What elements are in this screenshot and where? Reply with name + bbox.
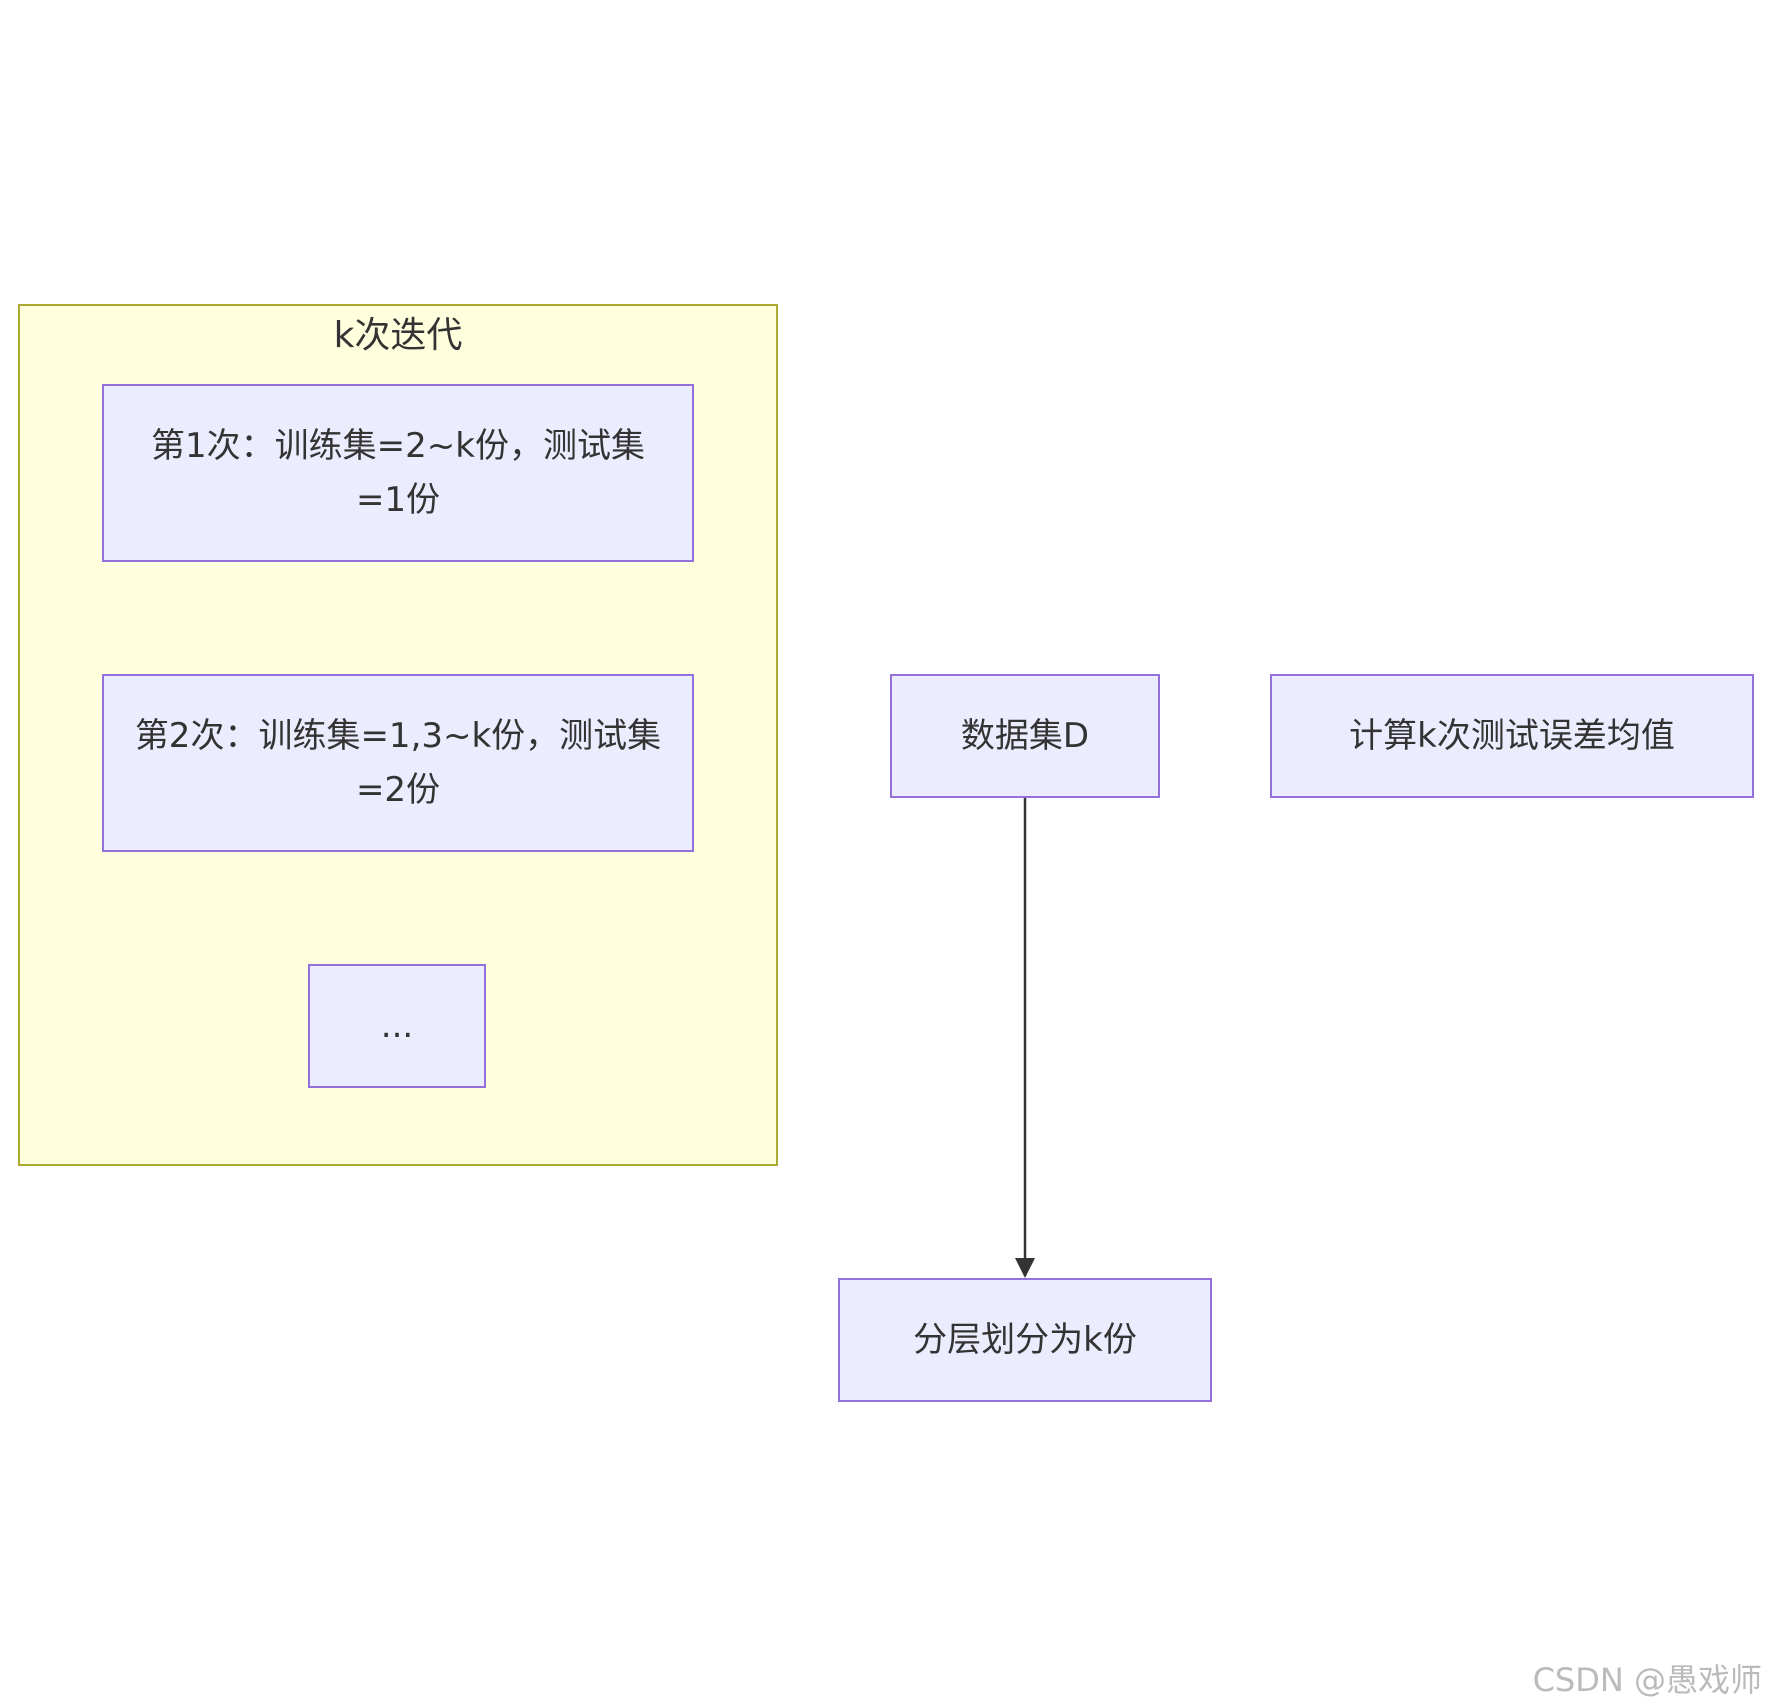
node-dataset-label: 数据集D	[960, 716, 1090, 756]
node-mean-error-label: 计算k次测试误差均值	[1349, 716, 1675, 756]
csdn-watermark: CSDN @愚戏师	[1532, 1661, 1762, 1699]
node-iteration-ellipsis: ...	[308, 964, 486, 1088]
node-iteration-ellipsis-label: ...	[380, 1006, 414, 1046]
node-split-label: 分层划分为k份	[913, 1320, 1137, 1360]
node-dataset: 数据集D	[890, 674, 1160, 798]
cluster-title: k次迭代	[333, 315, 463, 356]
node-split: 分层划分为k份	[838, 1278, 1212, 1402]
node-iteration-1: 第1次：训练集=2~k份，测试集=1份	[102, 384, 694, 562]
node-iteration-2-label: 第2次：训练集=1,3~k份，测试集=2份	[134, 716, 662, 810]
node-mean-error: 计算k次测试误差均值	[1270, 674, 1754, 798]
node-iteration-2: 第2次：训练集=1,3~k份，测试集=2份	[102, 674, 694, 852]
node-iteration-1-label: 第1次：训练集=2~k份，测试集=1份	[151, 426, 645, 520]
